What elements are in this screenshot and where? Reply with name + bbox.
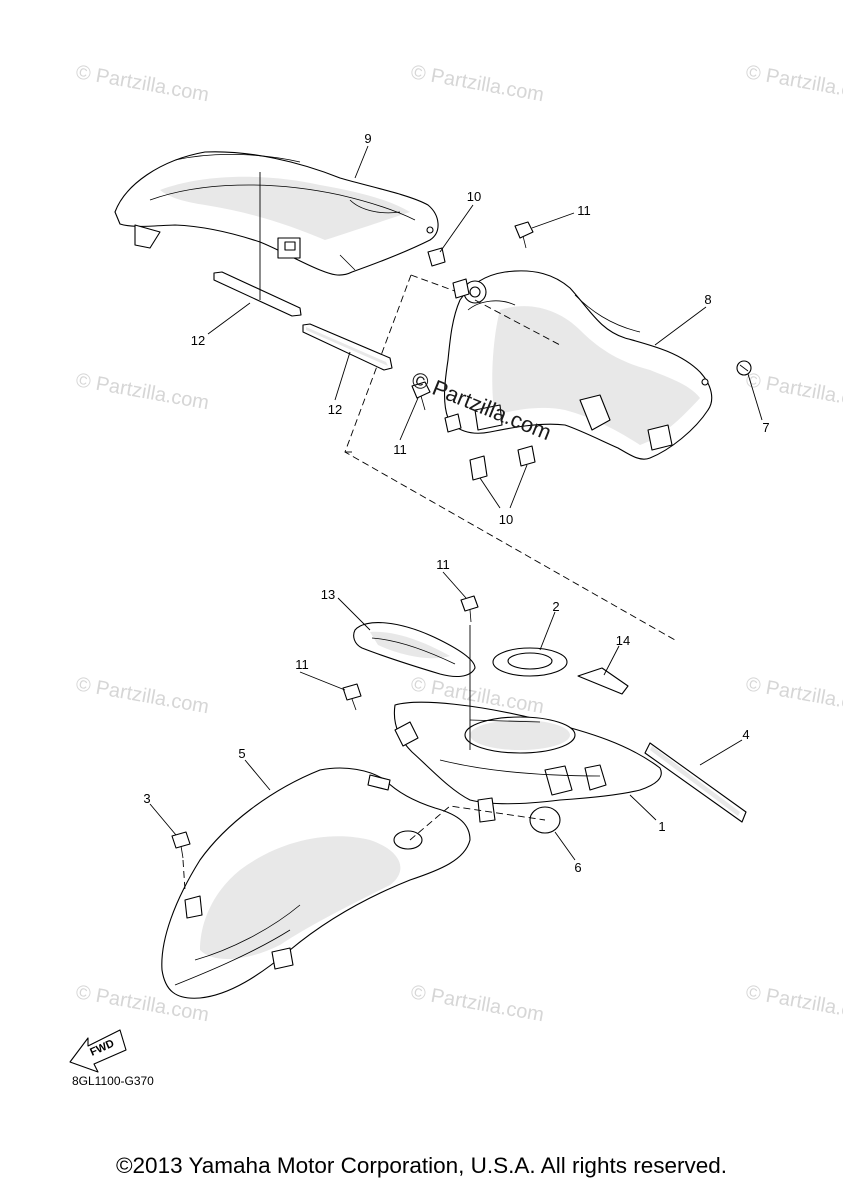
callout-12: 12 bbox=[191, 333, 205, 348]
assembly-guide-line bbox=[409, 805, 546, 841]
callout-5: 5 bbox=[238, 746, 245, 761]
fwd-arrow-icon: FWD bbox=[69, 1029, 127, 1073]
callout-labels: 9 10 11 8 7 12 12 11 10 11 13 2 14 11 4 … bbox=[143, 131, 769, 875]
callout-8: 8 bbox=[704, 292, 711, 307]
callout-4: 4 bbox=[742, 727, 749, 742]
callout-2: 2 bbox=[552, 599, 559, 614]
watermark: © Partzilla.com bbox=[744, 369, 843, 414]
callout-14: 14 bbox=[616, 633, 630, 648]
callout-13: 13 bbox=[321, 587, 335, 602]
callout-1: 1 bbox=[658, 819, 665, 834]
watermark: © Partzilla.com bbox=[409, 61, 546, 106]
part-13-duct bbox=[353, 622, 476, 678]
watermark: © Partzilla.com bbox=[74, 369, 211, 414]
callout-11: 11 bbox=[393, 442, 407, 457]
part-9-upper-left-cover bbox=[114, 151, 439, 276]
callout-11: 11 bbox=[295, 657, 309, 672]
callout-12: 12 bbox=[328, 402, 342, 417]
part-1-inner-panel bbox=[393, 701, 662, 823]
part-5-lower-front-cover bbox=[161, 767, 471, 999]
part-2-grommet bbox=[492, 647, 568, 677]
callout-11: 11 bbox=[436, 557, 450, 572]
part-11-bolts-upper bbox=[411, 221, 534, 411]
leader-lines bbox=[149, 145, 763, 861]
callout-7: 7 bbox=[762, 420, 769, 435]
part-12-strips bbox=[213, 271, 393, 371]
watermark: © Partzilla.com bbox=[744, 981, 843, 1026]
part-3-bolt bbox=[171, 831, 191, 859]
part-4-seal-strip bbox=[644, 742, 747, 823]
part-11-bolts-lower bbox=[342, 595, 479, 711]
diagram-code: 8GL1100-G370 bbox=[72, 1074, 154, 1088]
watermark: © Partzilla.com bbox=[74, 61, 211, 106]
callout-6: 6 bbox=[574, 860, 581, 875]
part-10-clips bbox=[427, 247, 536, 481]
watermark: © Partzilla.com bbox=[74, 673, 211, 718]
callout-10: 10 bbox=[499, 512, 513, 527]
part-14-label bbox=[577, 667, 629, 695]
watermark: © Partzilla.com bbox=[744, 61, 843, 106]
callout-11: 11 bbox=[577, 203, 591, 218]
part-8-upper-right-cover bbox=[444, 270, 713, 460]
assembly-guide-line bbox=[474, 299, 561, 346]
part-7-screw bbox=[736, 360, 752, 376]
watermark: © Partzilla.com bbox=[744, 673, 843, 718]
callout-3: 3 bbox=[143, 791, 150, 806]
callout-9: 9 bbox=[364, 131, 371, 146]
callout-10: 10 bbox=[467, 189, 481, 204]
watermark: © Partzilla.com bbox=[409, 981, 546, 1026]
assembly-guide-line bbox=[182, 859, 186, 891]
copyright-notice: ©2013 Yamaha Motor Corporation, U.S.A. A… bbox=[115, 1153, 728, 1178]
